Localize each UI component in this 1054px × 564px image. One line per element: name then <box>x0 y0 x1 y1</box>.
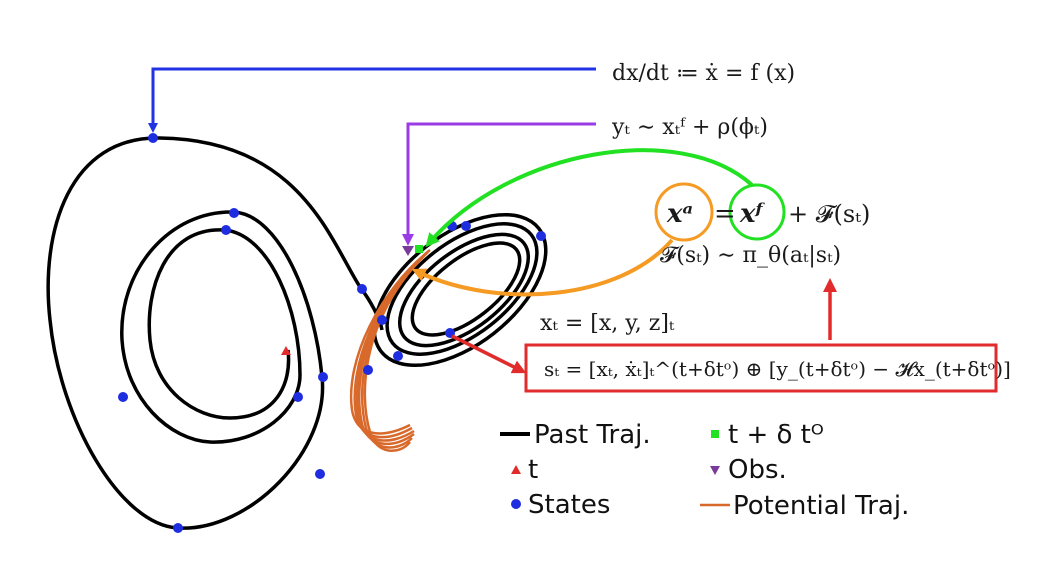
legend-obs-swatch <box>710 466 720 475</box>
observation-equation: yₜ ∼ xₜᶠ + ρ(ϕₜ) <box>611 115 768 140</box>
observation-marker <box>402 246 414 256</box>
left-lobe-trajectory <box>46 136 362 530</box>
time-t-marker <box>281 346 291 355</box>
analysis-circle <box>654 182 714 242</box>
legend-potential-label: Potential Traj. <box>733 491 909 521</box>
forecast-circle <box>728 183 786 241</box>
analysis-correction: + 𝓕(sₜ) <box>788 200 870 228</box>
state-dot <box>221 225 231 235</box>
state-dot <box>377 315 387 325</box>
state-vector-equation: xₜ = [x, y, z]ₜ <box>540 311 675 336</box>
policy-equation: 𝓕(sₜ) ∼ π_θ(aₜ|sₜ) <box>660 243 841 268</box>
state-dot <box>293 392 303 402</box>
t-delta-marker <box>415 245 423 253</box>
legend-t-delta-label: t + δ tᴼ <box>728 420 824 450</box>
rl-state-box <box>524 343 998 393</box>
dynamics-arrow <box>148 67 596 133</box>
analysis-xf: xᶠ <box>739 199 766 229</box>
state-dot <box>229 208 239 218</box>
legend-t-delta-swatch <box>711 430 719 438</box>
state-dot <box>148 133 158 143</box>
dynamics-equation: dx/dt ≔ ẋ = f (x) <box>612 61 795 86</box>
legend-obs-label: Obs. <box>728 455 787 485</box>
observation-arrow <box>402 122 596 246</box>
state-dot <box>536 231 546 241</box>
potential-trajectories <box>349 249 431 452</box>
legend-states-swatch <box>511 499 521 509</box>
state-dot <box>461 221 471 231</box>
right-lobe-trajectory <box>358 212 548 368</box>
legend-past-traj-label: Past Traj. <box>534 420 651 450</box>
state-dot <box>315 469 325 479</box>
state-dot <box>318 372 328 382</box>
analysis-xa: xᵃ <box>666 199 693 229</box>
forecast-arrow <box>425 148 754 248</box>
state-dot <box>357 284 367 294</box>
state-dot <box>393 351 403 361</box>
analysis-equals: = <box>714 199 736 229</box>
analysis-arrow <box>411 238 674 297</box>
state-to-rl-arrow <box>451 334 527 374</box>
state-dots <box>118 133 546 533</box>
legend-states-label: States <box>528 490 610 520</box>
legend-t-label: t <box>528 455 538 485</box>
legend-t-swatch <box>511 465 521 474</box>
legend: Past Traj. t States t + δ tᴼ Obs. Potent… <box>500 420 909 521</box>
rl-state-equation: sₜ = [xₜ, ẋₜ]ₜ^(t+δtᵒ) ⊕ [y_(t+δtᵒ) − 𝓗x… <box>544 357 1011 381</box>
state-dot <box>118 392 128 402</box>
state-dot <box>363 365 373 375</box>
state-dot <box>173 523 183 533</box>
